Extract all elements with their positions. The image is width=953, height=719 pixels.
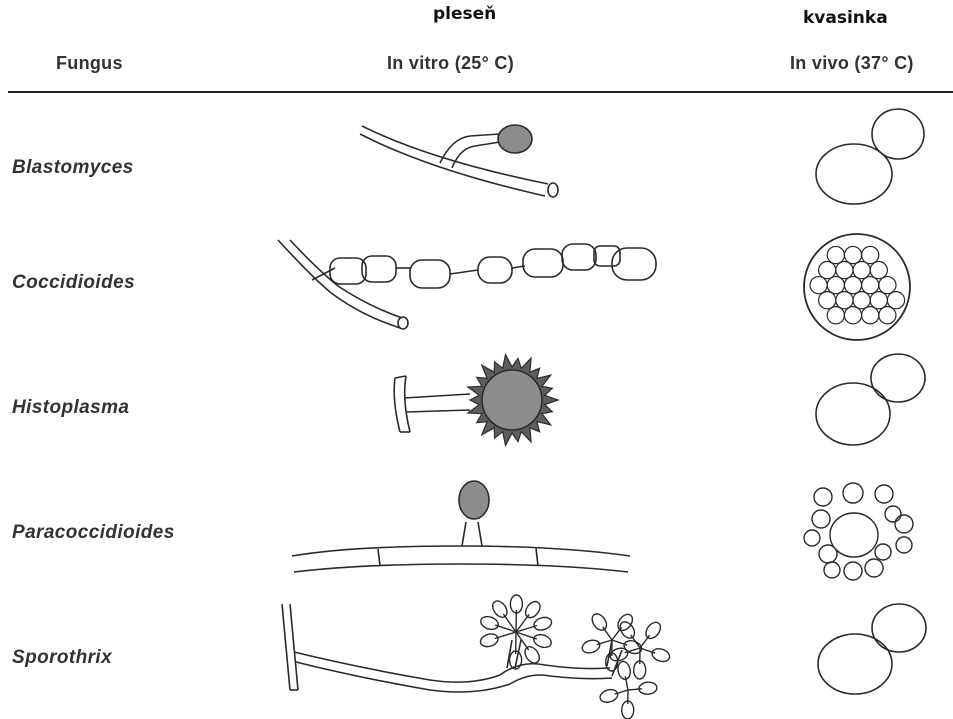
column-header-fungus: Fungus [56, 53, 123, 74]
fungus-name-blastomyces: Blastomyces [12, 157, 134, 179]
fungus-name-histoplasma: Histoplasma [12, 397, 129, 419]
fungus-name-coccidioides: Coccidioides [12, 272, 135, 294]
sporothrix-yeast-drawing [810, 595, 940, 705]
sporothrix-mold-drawing [275, 598, 670, 718]
paracoccidioides-mold-drawing [285, 475, 635, 585]
header-divider [8, 91, 953, 93]
yeast-label: kvasinka [803, 8, 888, 28]
fungus-name-paracoccidioides: Paracoccidioides [12, 522, 175, 544]
histoplasma-yeast-drawing [810, 345, 940, 455]
macroconidium-icon [482, 370, 542, 430]
blastomyces-mold-drawing [355, 115, 565, 205]
coccidioides-spherule-drawing [800, 232, 915, 342]
histoplasma-mold-drawing [385, 360, 570, 460]
blastomyces-yeast-drawing [810, 105, 940, 210]
conidium-icon [498, 125, 532, 153]
paracoccidioides-yeast-drawing [800, 478, 925, 583]
column-header-in-vivo: In vivo (37° C) [790, 53, 914, 74]
coccidioides-mold-drawing [270, 230, 670, 345]
column-header-in-vitro: In vitro (25° C) [387, 53, 514, 74]
conidium-icon [459, 481, 489, 519]
fungus-name-sporothrix: Sporothrix [12, 647, 112, 669]
mold-label: pleseň [433, 4, 496, 24]
